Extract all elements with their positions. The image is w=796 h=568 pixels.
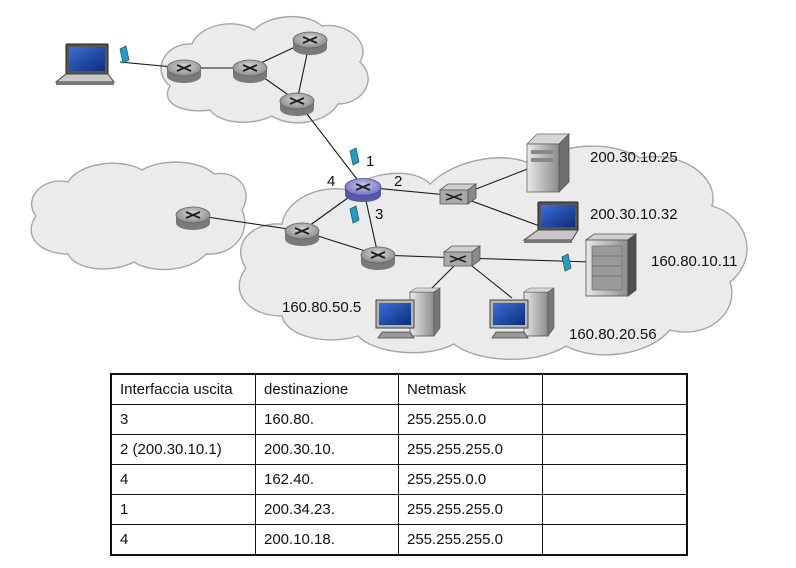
interface-label-3: 3 [375,206,383,223]
router-top-middle[interactable] [232,59,268,83]
table-cell: 255.255.0.0 [398,464,543,495]
table-cell: 3 [110,404,256,435]
ip-label-pc-left: 160.80.50.5 [282,299,361,316]
ip-label-server-a: 200.30.10.25 [590,149,678,166]
column-header: destinazione [255,373,399,405]
table-row: 4 200.10.18. 255.255.255.0 [110,524,688,556]
table-row: 4 162.40. 255.255.0.0 [110,464,688,495]
ip-label-pc-right: 160.80.20.56 [569,326,657,343]
ip-label-server-c: 160.80.10.11 [651,253,737,270]
laptop-icon[interactable] [54,43,115,85]
router-top-right[interactable] [292,31,328,55]
packet-icon [349,205,360,224]
table-cell: 162.40. [255,464,399,495]
switch-lower[interactable] [442,245,482,267]
table-cell: 255.255.255.0 [398,524,543,556]
desktop-pc-icon[interactable] [489,287,555,339]
cloud-left [30,161,247,271]
table-cell: 200.10.18. [255,524,399,556]
interface-label-1: 1 [366,153,374,170]
router-left-cloud[interactable] [175,206,211,230]
table-cell [542,404,688,435]
column-header: Interfaccia uscita [110,373,256,405]
table-cell [542,524,688,556]
routing-table: Interfaccia uscita destinazione Netmask … [110,373,688,556]
router-top-bottom[interactable] [279,92,315,116]
laptop-icon[interactable] [522,201,579,243]
table-cell: 255.255.0.0 [398,404,543,435]
column-header [542,373,688,405]
table-row: 1 200.34.23. 255.255.255.0 [110,494,688,525]
table-cell: 1 [110,494,256,525]
router-top-left[interactable] [166,59,202,83]
router-main-bottom[interactable] [360,246,396,270]
table-cell: 255.255.255.0 [398,494,543,525]
table-cell [542,494,688,525]
ip-label-laptop-b: 200.30.10.32 [590,206,678,223]
router-central[interactable] [344,178,382,203]
table-cell: 160.80. [255,404,399,435]
table-cell [542,464,688,495]
interface-label-4: 4 [327,173,335,190]
packet-icon [561,253,572,272]
table-cell: 2 (200.30.10.1) [110,434,256,465]
table-cell: 4 [110,464,256,495]
table-header-row: Interfaccia uscita destinazione Netmask [110,373,688,405]
server-rack-icon[interactable] [584,233,638,297]
server-tower-icon[interactable] [526,133,570,193]
desktop-pc-icon[interactable] [375,287,441,339]
table-cell: 200.34.23. [255,494,399,525]
table-cell: 200.30.10. [255,434,399,465]
column-header: Netmask [398,373,543,405]
table-cell [542,434,688,465]
table-cell: 255.255.255.0 [398,434,543,465]
interface-label-2: 2 [394,173,402,190]
switch-upper[interactable] [438,183,478,205]
table-row: 3 160.80. 255.255.0.0 [110,404,688,435]
router-main-left[interactable] [284,222,320,246]
packet-icon [349,147,360,166]
table-row: 2 (200.30.10.1) 200.30.10. 255.255.255.0 [110,434,688,465]
table-cell: 4 [110,524,256,556]
packet-icon [119,45,130,64]
